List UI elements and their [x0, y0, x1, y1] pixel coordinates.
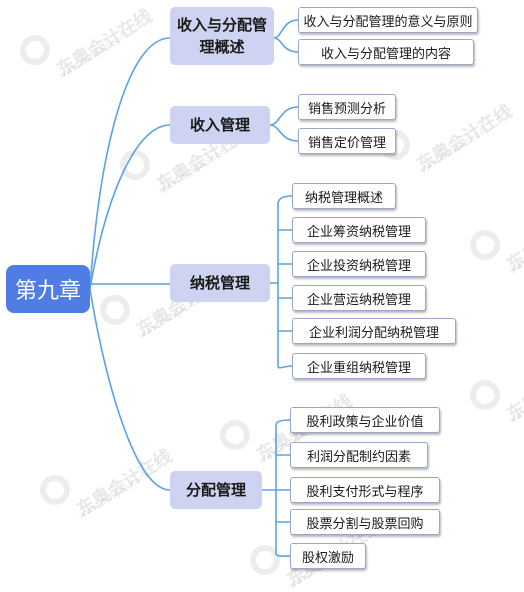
leaf-node: 企业投资纳税管理	[292, 251, 426, 277]
branch-1-leaf-links	[273, 19, 299, 53]
leaf-node: 企业重组纳税管理	[292, 353, 426, 379]
leaf-node: 收入与分配管理的内容	[298, 39, 474, 65]
root-to-branch-2	[89, 124, 171, 290]
leaf-node: 股票分割与股票回购	[290, 509, 440, 535]
branch-4-leaf-links	[262, 419, 291, 557]
leaf-node: 销售预测分析	[298, 94, 396, 120]
connector-lines	[89, 19, 299, 557]
leaf-node: 股权激励	[290, 543, 366, 569]
branch-3-leaf-links	[270, 195, 293, 369]
root-to-branch-1	[89, 37, 171, 290]
leaf-node: 企业营运纳税管理	[292, 285, 426, 311]
branch-node-overview: 收入与分配管理概述	[170, 7, 274, 65]
root-to-branch-4	[89, 288, 171, 491]
leaf-node: 股利政策与企业价值	[290, 407, 440, 433]
branch-node-income: 收入管理	[170, 106, 270, 144]
mind-map: 第九章 收入与分配管理概述 收入与分配管理的意义与原则 收入与分配管理的内容 收…	[6, 7, 478, 569]
leaf-node: 股利支付形式与程序	[290, 477, 440, 503]
branch-node-tax: 纳税管理	[170, 264, 270, 302]
leaf-node: 收入与分配管理的意义与原则	[298, 7, 478, 33]
branch-node-distribution: 分配管理	[170, 471, 262, 509]
branch-2-leaf-links	[269, 106, 299, 142]
leaf-node: 销售定价管理	[298, 128, 396, 154]
leaf-node: 纳税管理概述	[292, 183, 396, 209]
leaf-node: 企业筹资纳税管理	[292, 217, 426, 243]
leaf-node: 企业利润分配纳税管理	[292, 318, 456, 344]
root-node: 第九章	[6, 265, 90, 313]
leaf-node: 利润分配制约因素	[290, 442, 428, 468]
